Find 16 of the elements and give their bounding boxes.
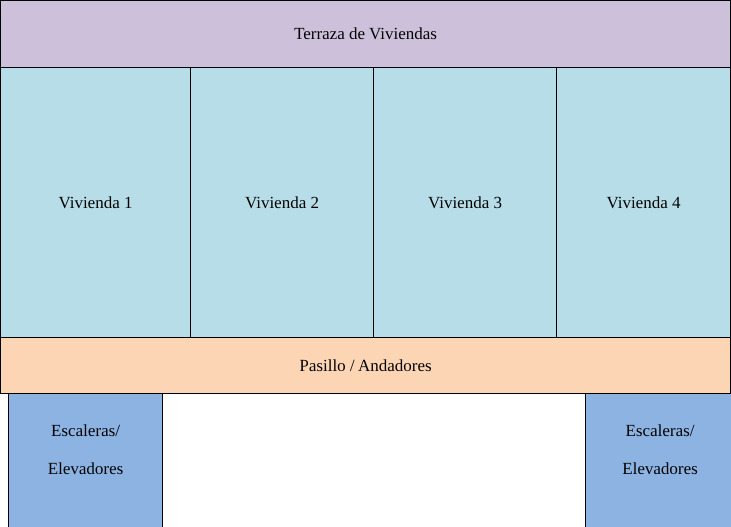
stairs-box: [585, 393, 731, 527]
room-box: [556, 67, 731, 338]
area-band: [0, 0, 731, 68]
area-band: [0, 337, 731, 394]
node-label: Vivienda 2: [244, 192, 320, 212]
node-label: Vivienda 4: [606, 192, 681, 212]
room-box: [373, 67, 557, 338]
node-label: Vivienda 3: [428, 192, 502, 212]
node-label: Escaleras/ Elevadores: [621, 420, 699, 480]
stairs-box: [8, 393, 163, 527]
room-box: [190, 67, 374, 338]
node-label: Pasillo / Andadores: [299, 356, 432, 376]
room-box: [0, 67, 191, 338]
node-label: Vivienda 1: [58, 192, 133, 212]
node-label: Terraza de Viviendas: [294, 24, 437, 44]
node-label: Escaleras/ Elevadores: [46, 420, 124, 480]
